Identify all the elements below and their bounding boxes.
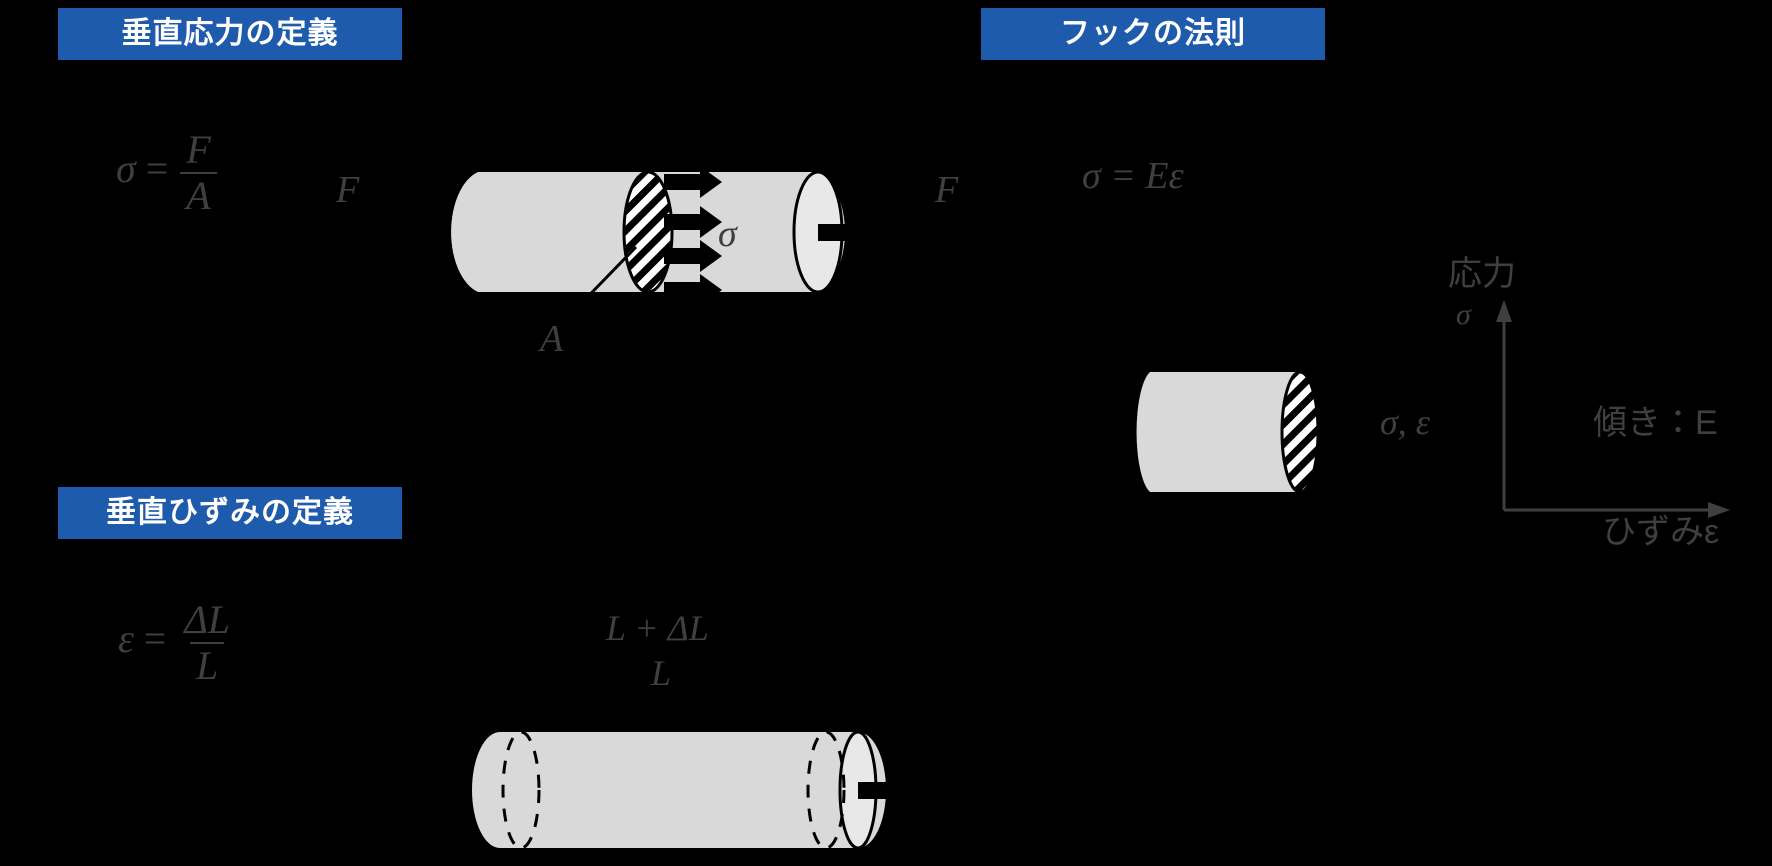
stress-cylinder-figure — [451, 166, 860, 317]
hooke-cross-section-ellipse — [1280, 370, 1320, 494]
cross-section-ellipse — [622, 170, 674, 294]
strain-cylinder-body — [472, 732, 886, 848]
strain-formula-equals: = — [143, 616, 167, 662]
hooke-law-formula: σ = Eε — [1082, 155, 1184, 197]
x-axis-label: ひずみε — [1602, 513, 1720, 551]
bar-stress-strain-label: σ, ε — [1380, 402, 1430, 442]
stress-formula-denominator: A — [180, 172, 217, 216]
stress-formula-equals: = — [145, 146, 169, 192]
strain-formula-denominator: L — [190, 642, 225, 686]
original-length-label: L — [651, 653, 672, 693]
hooke-cylinder-body — [1136, 372, 1314, 492]
original-length-marker-right — [806, 730, 846, 850]
stress-strain-axes — [1496, 300, 1730, 518]
slope-annotation: 傾き：E — [1593, 404, 1718, 442]
stress-arrows — [664, 166, 722, 306]
strain-formula-numerator: ΔL — [184, 597, 231, 642]
y-axis-symbol: σ — [1456, 298, 1471, 331]
section-header-stress-definition: 垂直応力の定義 — [58, 8, 402, 60]
force-label-left: F — [336, 169, 360, 211]
area-label: A — [540, 318, 564, 360]
y-axis-arrowhead — [1496, 300, 1512, 322]
strain-definition-formula: ε = ΔL L — [118, 600, 238, 686]
section-header-strain-definition: 垂直ひずみの定義 — [58, 487, 402, 539]
stress-symbol-on-cylinder: σ — [718, 213, 737, 255]
stress-formula-sigma: σ — [116, 146, 136, 192]
section-header-hooke-law: フックの法則 — [981, 8, 1325, 60]
stress-formula-fraction: F A — [180, 127, 217, 216]
force-arrow-right-tail — [818, 224, 860, 241]
x-axis-arrowhead — [1708, 502, 1730, 518]
original-length-marker-left — [501, 730, 541, 850]
strain-formula-epsilon: ε — [118, 616, 134, 662]
strain-force-arrow-tail — [858, 782, 894, 799]
stress-definition-formula: σ = F A — [116, 130, 219, 216]
y-axis-label: 応力 — [1448, 255, 1516, 293]
strain-cylinder-figure — [472, 730, 894, 850]
extended-length-label: L + ΔL — [606, 608, 709, 648]
force-label-right: F — [935, 169, 959, 211]
strain-formula-fraction: ΔL L — [178, 600, 236, 686]
hooke-cylinder-figure — [1136, 370, 1320, 494]
area-leader-line — [568, 245, 638, 317]
stress-formula-numerator: F — [186, 127, 211, 172]
